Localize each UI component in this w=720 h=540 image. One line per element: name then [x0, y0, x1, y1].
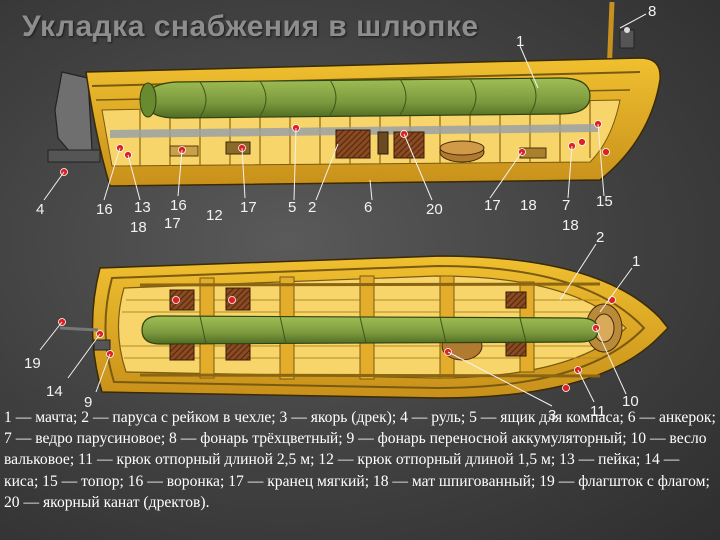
label-side-18: 18 — [130, 219, 147, 236]
label-side-8: 8 — [648, 3, 656, 20]
label-top-10: 10 — [622, 393, 639, 410]
label-side-7: 7 — [562, 197, 570, 214]
label-side-12: 12 — [206, 207, 223, 224]
label-side-4: 4 — [36, 201, 44, 218]
label-top-3: 3 — [548, 407, 556, 424]
label-top-11: 11 — [590, 403, 606, 420]
label-side-5: 5 — [288, 199, 296, 216]
label-side-16: 16 — [96, 201, 113, 218]
label-side-17b: 17 — [240, 199, 257, 216]
label-top-9: 9 — [84, 394, 92, 411]
page-title: Укладка снабжения в шлюпке — [22, 10, 479, 43]
label-side-13: 13 — [134, 199, 151, 216]
label-side-1: 1 — [516, 33, 524, 50]
label-side-16b: 16 — [170, 197, 187, 214]
legend-caption: 1 — мачта; 2 — паруса с рейком в чехле; … — [4, 409, 716, 511]
label-side-17: 17 — [164, 215, 181, 232]
label-side-18b: 18 — [520, 197, 537, 214]
rudder-shape — [54, 71, 93, 153]
label-top-19: 19 — [24, 355, 41, 372]
side-view — [43, 1, 661, 201]
label-side-20: 20 — [426, 201, 443, 218]
label-side-17c: 17 — [484, 197, 501, 214]
top-sail-roll — [141, 315, 599, 345]
top-view — [39, 243, 670, 407]
side-labels: 1 8 4 16 13 18 16 17 12 17 5 2 6 20 17 1… — [36, 3, 656, 236]
label-side-2: 2 — [308, 199, 316, 216]
top-mat — [169, 289, 195, 311]
side-crate — [335, 129, 371, 159]
side-sail-roll — [145, 77, 591, 119]
label-side-6: 6 — [364, 199, 372, 216]
label-top-14: 14 — [46, 383, 63, 400]
top-labels: 2 1 19 14 9 10 3 11 — [24, 229, 640, 424]
label-side-18c: 18 — [562, 217, 579, 234]
label-side-15: 15 — [596, 193, 613, 210]
label-top-2: 2 — [596, 229, 604, 246]
label-top-1: 1 — [632, 253, 640, 270]
